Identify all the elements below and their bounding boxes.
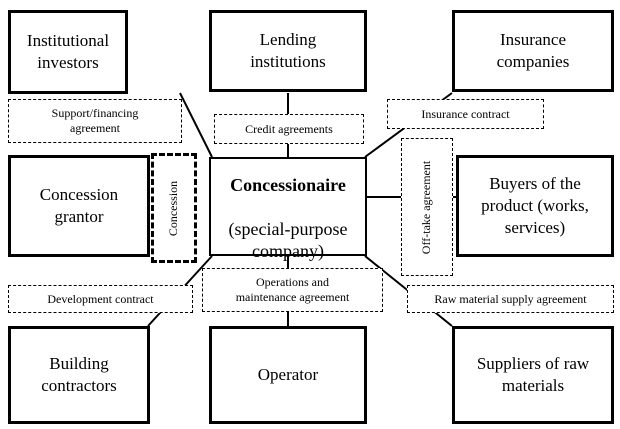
concessionaire-subtitle: (special-purpose company) (228, 218, 348, 261)
operations-maintenance-label: Operations and maintenance agreement (202, 268, 383, 312)
building-contractors-box: Building contractors (8, 326, 150, 424)
suppliers-box: Suppliers of raw materials (452, 326, 614, 424)
buyers-box: Buyers of the product (works, services) (456, 155, 614, 257)
support-financing-label: Support/financing agreement (8, 99, 182, 143)
development-contract-label: Development contract (8, 285, 193, 313)
concessionaire-box: Concessionaire (special-purpose company) (209, 157, 367, 261)
concession-label: Concession (151, 153, 197, 263)
offtake-agreement-label: Off-take agreement (401, 138, 453, 276)
credit-agreements-label: Credit agreements (214, 114, 364, 144)
lending-institutions-box: Lending institutions (209, 10, 367, 92)
connector-investors (179, 92, 213, 158)
concession-grantor-box: Concession grantor (8, 155, 150, 257)
institutional-investors-box: Institutional investors (8, 10, 128, 94)
insurance-contract-label: Insurance contract (387, 99, 544, 129)
raw-material-supply-label: Raw material supply agreement (407, 285, 614, 313)
insurance-companies-box: Insurance companies (452, 10, 614, 92)
offtake-text: Off-take agreement (419, 160, 434, 254)
concession-text: Concession (166, 180, 181, 236)
concessionaire-title: Concessionaire (230, 174, 346, 195)
concessionaire-text: Concessionaire (special-purpose company) (229, 152, 348, 262)
operator-box: Operator (209, 326, 367, 424)
